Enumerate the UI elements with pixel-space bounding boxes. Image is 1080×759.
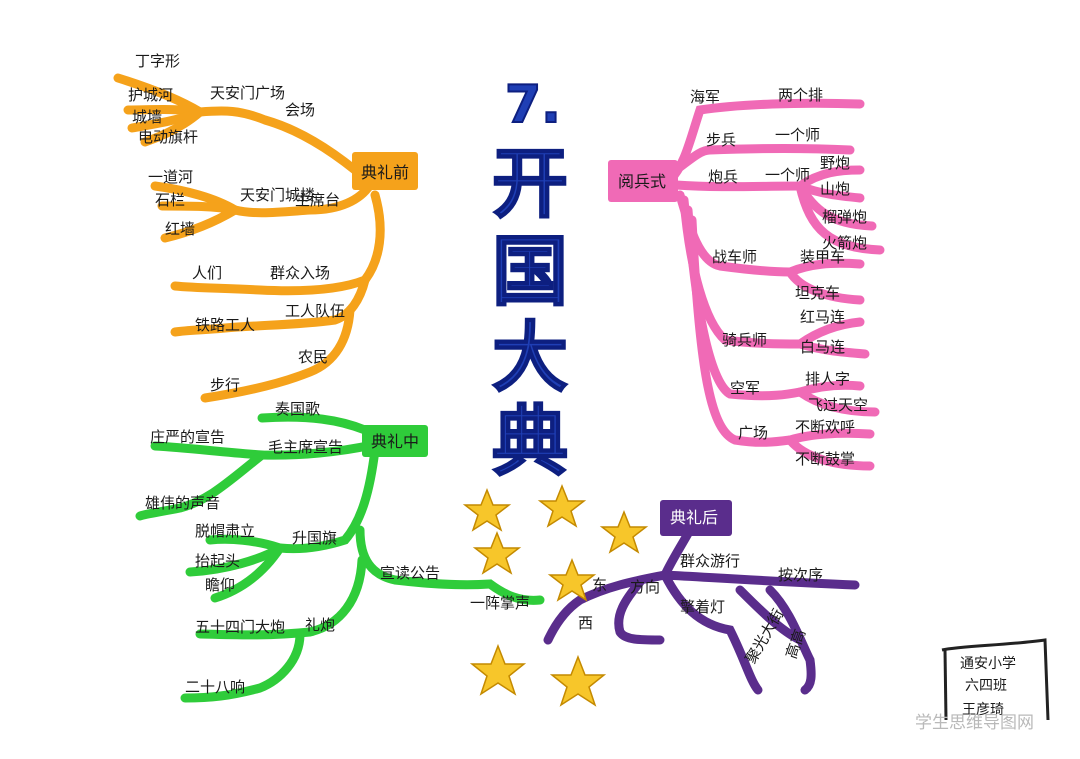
label-rail: 铁路工人 xyxy=(195,316,255,334)
label-tanks: 坦克车 xyxy=(795,284,840,302)
label-tshape: 丁字形 xyxy=(135,52,180,70)
star-icon xyxy=(469,643,527,696)
signature-name: 王彦琦 xyxy=(962,702,1004,718)
label-direction: 方向 xyxy=(630,578,660,596)
label-square: 天安门广场 xyxy=(210,84,285,102)
title-char-1: 开 xyxy=(492,139,568,228)
label-rocket: 火箭炮 xyxy=(822,234,867,252)
branch-review xyxy=(665,98,885,471)
label-lanterns: 擎着灯 xyxy=(680,598,725,616)
label-east: 东 xyxy=(592,576,607,594)
center-during-label: 典礼中 xyxy=(371,432,419,451)
label-shots: 二十八响 xyxy=(185,678,245,696)
label-lift: 抬起头 xyxy=(195,552,240,570)
label-river: 护城河 xyxy=(128,86,173,104)
label-gaze: 瞻仰 xyxy=(205,576,235,594)
label-infantry: 步兵 xyxy=(706,131,736,149)
title-char-3: 大 xyxy=(492,313,568,402)
label-farmers: 农民 xyxy=(298,348,328,366)
signature: 通安小学 六四班 王彦琦 xyxy=(941,638,1050,721)
label-walk: 步行 xyxy=(210,376,240,394)
labels-during: 典礼中 奏国歌 毛主席宣告 庄严的宣告 雄伟的声音 升国旗 脱帽肃立 抬起头 瞻… xyxy=(145,400,530,696)
center-during xyxy=(362,425,428,457)
label-anthem: 奏国歌 xyxy=(275,400,320,418)
label-guns: 五十四门大炮 xyxy=(195,618,285,636)
center-after-label: 典礼后 xyxy=(670,508,718,527)
signature-school: 通安小学 xyxy=(960,656,1016,672)
label-review-square: 广场 xyxy=(738,424,768,442)
label-armored: 装甲车 xyxy=(800,248,845,266)
star-icon xyxy=(537,483,587,528)
label-artillery: 炮兵 xyxy=(708,168,738,186)
label-flagpole: 电动旗杆 xyxy=(138,128,198,146)
label-cavalry: 骑兵师 xyxy=(722,331,767,349)
branch-after xyxy=(543,525,860,695)
label-formation: 排人字 xyxy=(805,370,850,388)
label-artillery-detail: 一个师 xyxy=(765,166,810,184)
label-tank: 战车师 xyxy=(712,248,757,266)
label-flag: 升国旗 xyxy=(292,529,337,547)
label-fly: 飞过天空 xyxy=(808,396,868,414)
label-rostrum: 主席台 xyxy=(295,191,340,209)
label-wall: 城墙 xyxy=(132,108,162,126)
label-clap: 不断鼓掌 xyxy=(795,450,855,468)
watermark: 学生思维导图网 xyxy=(915,713,1034,733)
label-parade: 群众游行 xyxy=(680,552,740,570)
center-review xyxy=(608,160,678,202)
labels-review: 阅兵式 海军 两个排 步兵 一个师 炮兵 一个师 野炮 山炮 榴弹炮 火箭炮 战… xyxy=(618,86,868,468)
label-redwall: 红墙 xyxy=(165,220,195,238)
label-howitzer: 榴弹炮 xyxy=(822,208,867,226)
labels-before: 典礼前 会场 天安门广场 丁字形 护城河 城墙 电动旗杆 主席台 天安门城楼 一… xyxy=(128,52,409,394)
center-after xyxy=(660,500,732,536)
label-read: 宣读公告 xyxy=(380,564,440,582)
star-icon xyxy=(462,487,512,532)
label-venue: 会场 xyxy=(285,101,315,119)
title-char-2: 国 xyxy=(492,227,568,316)
center-review-label: 阅兵式 xyxy=(618,172,666,191)
title: 7. 开 国 大 典 xyxy=(491,74,569,487)
label-west: 西 xyxy=(578,614,593,632)
signature-class: 六四班 xyxy=(965,678,1007,694)
branch-during xyxy=(135,412,545,703)
center-before xyxy=(352,152,418,190)
label-grand: 雄伟的声音 xyxy=(145,494,220,512)
stars xyxy=(462,483,649,707)
title-number: 7. xyxy=(505,75,561,135)
star-icon xyxy=(547,557,597,602)
title-char-4: 典 xyxy=(492,397,568,486)
label-mountain: 山炮 xyxy=(820,180,850,198)
label-red: 红马连 xyxy=(800,308,845,326)
label-applause: 一阵掌声 xyxy=(470,594,530,612)
star-icon xyxy=(549,654,607,707)
center-before-label: 典礼前 xyxy=(361,163,409,182)
label-infantry-detail: 一个师 xyxy=(775,126,820,144)
label-field: 野炮 xyxy=(820,154,850,172)
label-people: 人们 xyxy=(192,264,222,282)
label-solemn: 庄严的宣告 xyxy=(150,428,225,446)
label-declare: 毛主席宣告 xyxy=(268,438,343,456)
label-tower: 天安门城楼 xyxy=(240,186,315,204)
label-salute: 礼炮 xyxy=(305,616,335,634)
star-icon xyxy=(472,530,522,575)
label-white: 白马连 xyxy=(800,338,845,356)
star-icon xyxy=(599,509,649,554)
label-air: 空军 xyxy=(730,379,760,397)
label-workers: 工人队伍 xyxy=(285,302,345,320)
label-masses: 群众入场 xyxy=(270,264,330,282)
label-order: 按次序 xyxy=(778,566,823,584)
label-railing: 石栏 xyxy=(155,191,185,209)
label-navy-detail: 两个排 xyxy=(778,86,823,104)
label-cheer: 不断欢呼 xyxy=(795,418,855,436)
branch-before xyxy=(113,73,385,403)
label-navy: 海军 xyxy=(690,88,720,106)
label-moat: 一道河 xyxy=(148,168,193,186)
label-hats: 脱帽肃立 xyxy=(195,522,255,540)
